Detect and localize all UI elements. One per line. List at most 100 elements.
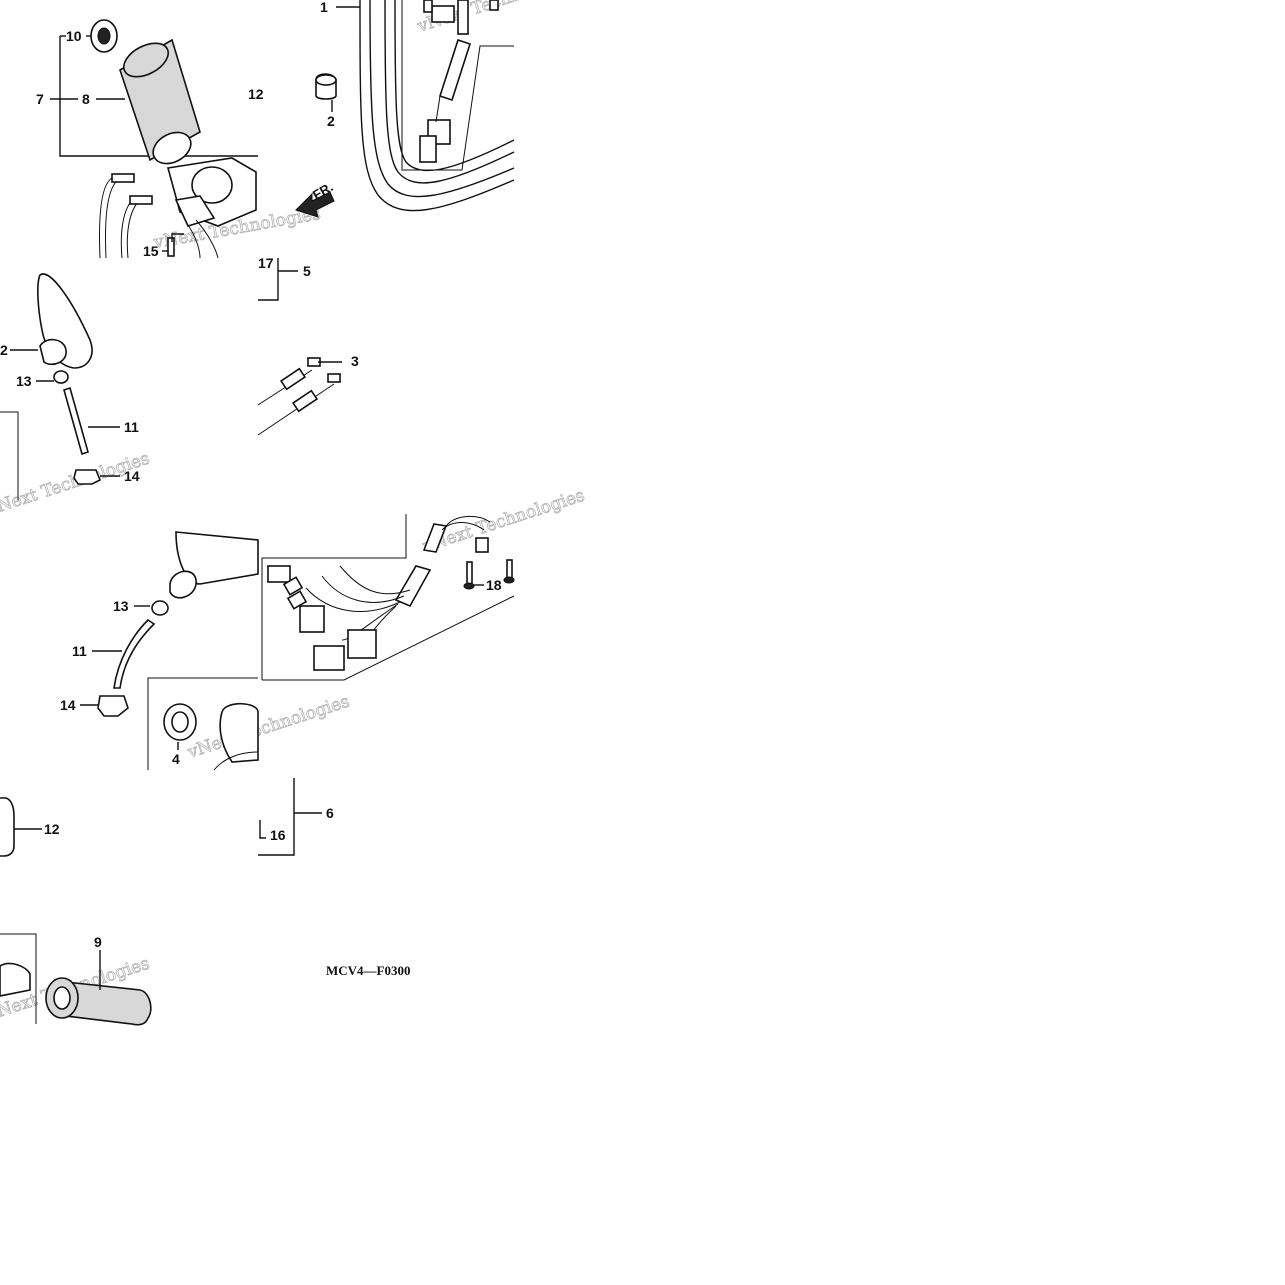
leader-line: [171, 233, 184, 242]
left-switch-group: [147, 677, 322, 856]
cable-fitting: [279, 367, 307, 391]
harness-connector: [347, 629, 377, 659]
bolt: [423, 0, 433, 13]
callout-label: 12: [248, 86, 264, 102]
callout-label: 7: [36, 91, 44, 107]
screw-head: [463, 582, 475, 590]
lock-nut: [53, 370, 69, 384]
throttle-cable: [99, 177, 113, 259]
switch-wire: [213, 751, 259, 771]
choke-cable: [257, 383, 335, 436]
harness-connector: [299, 605, 325, 633]
bracket-line: [59, 36, 258, 157]
harness-bracket-line: [261, 514, 407, 680]
lock-nut: [151, 600, 169, 616]
mirror-pivot: [39, 338, 67, 366]
callout-label: 14: [124, 468, 140, 484]
harness-sleeve: [394, 565, 432, 608]
harness-wire: [321, 575, 405, 603]
mirror-stem: [63, 386, 89, 456]
harness-wire: [305, 587, 401, 612]
wire: [435, 95, 441, 123]
callout-labels: 1 2 2 3 4 5 6 7 8 9 10 11 11 12 12 13 13…: [0, 0, 502, 950]
callout-label: 8: [82, 91, 90, 107]
callout-label: 14: [60, 697, 76, 713]
handlebar-group: [295, 0, 515, 218]
handlebar-outline: [384, 0, 515, 184]
grip-end: [123, 42, 169, 78]
cable-adjuster: [129, 195, 153, 205]
right-mirror-group: [80, 531, 259, 717]
switch-wire: [185, 221, 201, 259]
harness-wire: [445, 516, 491, 527]
harness-bracket-line: [262, 595, 515, 681]
handlebar-outline: [369, 0, 515, 198]
bracket-line: [0, 411, 19, 500]
bolt: [489, 0, 499, 11]
callout-label: 1: [320, 0, 328, 15]
callout-label: 9: [94, 934, 102, 950]
handlebar-outline: [359, 0, 515, 212]
switch-wire: [195, 219, 219, 259]
watermarks: vNext Technologies vNext Technologies vN…: [0, 0, 588, 1025]
harness-terminal: [475, 537, 489, 553]
mirror-nut-cap: [73, 469, 102, 485]
diagram-code: MCV4—F0300: [326, 963, 411, 978]
left-grip-group: [0, 933, 152, 1026]
throttle-cable: [126, 201, 139, 259]
switch-wire-tube: [438, 38, 472, 102]
harness-wire: [441, 522, 485, 531]
mirror-nut-cap: [97, 695, 129, 717]
harness-bracket-line: [401, 0, 514, 171]
callout-label: 17: [258, 255, 274, 271]
callout-label: 12: [44, 821, 60, 837]
mirror-edge: [0, 797, 15, 857]
front-direction-arrow: [295, 191, 335, 218]
callout-label: 15: [143, 243, 159, 259]
wire-connector: [419, 135, 437, 163]
callout-label: 3: [351, 353, 359, 369]
cable-adjuster: [111, 173, 135, 183]
leader-line: [259, 820, 266, 839]
watermark-text: vNext Technologies: [184, 692, 352, 764]
grip: [65, 981, 152, 1026]
harness-terminal: [282, 576, 304, 596]
callout-label: 4: [172, 751, 180, 767]
callout-label: 13: [16, 373, 32, 389]
wire-clip-top: [315, 74, 337, 86]
grip-rubber-bore: [171, 711, 189, 733]
switch-housing-bore: [191, 166, 233, 204]
cable-fitting: [291, 389, 319, 413]
grip-end-weight-core: [97, 27, 111, 45]
harness-wire: [339, 565, 411, 595]
callout-label: 5: [303, 263, 311, 279]
mirror-pivot: [169, 570, 197, 599]
right-grip-group: [50, 19, 258, 259]
throttle-cable: [120, 199, 133, 259]
wire-harness-group: [261, 514, 515, 681]
bracket-line: [258, 778, 295, 856]
screw: [466, 561, 473, 585]
callout-label: 16: [270, 827, 286, 843]
callout-label: 10: [66, 28, 82, 44]
choke-cable-group: [257, 357, 342, 436]
clamp-part: [431, 5, 455, 23]
bracket-line: [147, 677, 258, 770]
harness-terminal: [286, 590, 308, 610]
bracket-line: [0, 933, 37, 1024]
switch-assy-bracket-5: [258, 258, 298, 301]
callout-label: 11: [72, 643, 87, 659]
throttle-cable: [105, 179, 119, 259]
switch-wire-end: [457, 0, 469, 35]
screw-head: [503, 576, 515, 584]
callout-label: 18: [486, 577, 502, 593]
mirror-edge-12: [0, 797, 42, 857]
switch-housing: [219, 702, 259, 763]
screw: [167, 237, 175, 257]
harness-connector: [313, 645, 345, 671]
bracket-line: [258, 258, 279, 301]
callout-label: 13: [113, 598, 129, 614]
switch-housing: [0, 962, 31, 997]
cable-end: [327, 373, 341, 383]
